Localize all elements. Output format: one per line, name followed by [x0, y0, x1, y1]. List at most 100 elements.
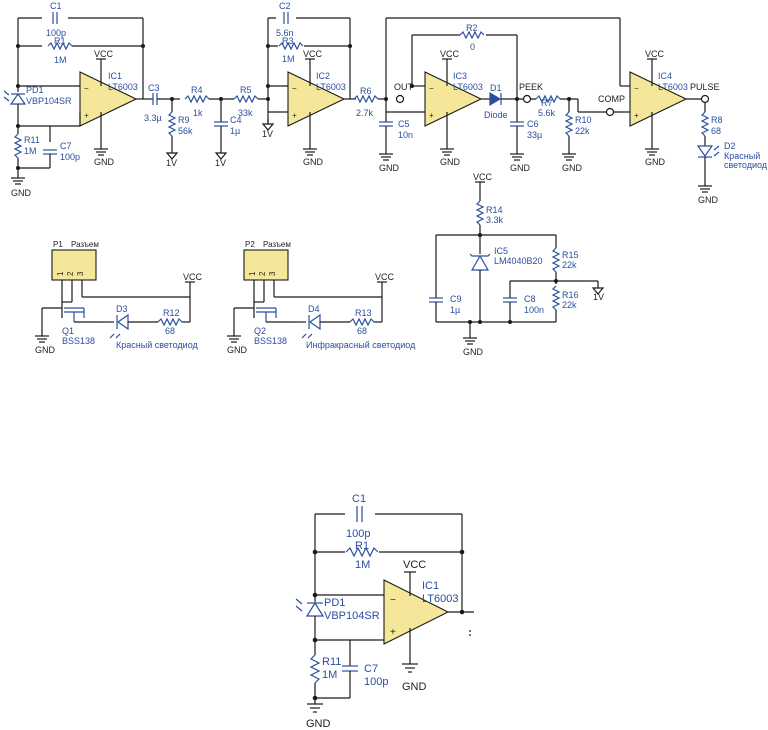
pulse-label: PULSE: [690, 82, 720, 92]
r9-symbol: [168, 111, 176, 137]
detail-pd1-value: VBP104SR: [324, 610, 380, 622]
svg-text:−: −: [634, 84, 639, 93]
ref-gnd-label: GND: [463, 347, 484, 357]
r5-value: 33k: [238, 108, 253, 118]
peek-test-point: [522, 94, 532, 104]
r7-ref: R7: [541, 98, 553, 108]
q2-symbol: [253, 301, 292, 323]
p1-pin-3: 3: [76, 271, 85, 276]
detail-ic1-value: LT6003: [422, 593, 459, 605]
ic4-value: LT6003: [658, 82, 688, 92]
r1-value: 1M: [54, 55, 67, 65]
r9-ref: R9: [178, 115, 190, 125]
r14-symbol: [476, 200, 484, 226]
r15-symbol: [552, 247, 560, 273]
p1-vcc-label: VCC: [183, 272, 203, 282]
out-label: OUT: [394, 82, 414, 92]
ic3-value: LT6003: [453, 82, 483, 92]
block-p1: P1 Разъем 1 2 3 VCC GND Q1 BSS138: [34, 240, 203, 355]
r12-value: 68: [165, 326, 175, 336]
c9-ref: C9: [450, 294, 462, 304]
detail-r1-ref: R1: [355, 540, 369, 552]
r4-ref: R4: [191, 85, 203, 95]
d4-ref: D4: [308, 304, 320, 314]
c5-ref: C5: [398, 119, 410, 129]
opamp-ic4: [629, 71, 688, 127]
c5-symbol: [378, 121, 394, 127]
stage-ic2: − + IC2 LT6003 VCC GND C2 5.6n R3 1M 1V …: [262, 1, 386, 167]
p2-gnd-label: GND: [227, 345, 248, 355]
svg-text:−: −: [390, 595, 396, 606]
d1-symbol: [489, 91, 502, 107]
c7-value: 100p: [60, 152, 80, 162]
detail-r11-value: 1M: [322, 669, 337, 681]
p2-pin-2: 2: [258, 271, 267, 276]
ic1-ref: IC1: [108, 71, 122, 81]
c1-value: 100p: [46, 28, 66, 38]
r2-value: 0: [470, 42, 475, 52]
ic2-gnd-label: GND: [303, 157, 324, 167]
opamp-ic1: [79, 71, 138, 127]
ic4-vcc-label: VCC: [645, 49, 665, 59]
peek-label: PEEK: [519, 82, 543, 92]
r16-symbol: [552, 285, 560, 311]
r11-value: 1M: [24, 146, 37, 156]
detail-ic1-stage: C1 100p R1 1M − + IC1 LT6003 VCC GND PD1…: [295, 493, 474, 730]
ic2-vcc-label: VCC: [303, 49, 323, 59]
ic5-value: LM4040B20: [494, 256, 543, 266]
ic5-symbol: [470, 254, 490, 271]
q2-ref: Q2: [254, 326, 266, 336]
svg-text:+: +: [634, 111, 639, 120]
filter-chain: C3 3.3µ R9 56k 1V R4 1k C4 1µ 1V R5 33k: [144, 83, 268, 168]
svg-text:+: +: [429, 111, 434, 120]
stage-ic3: GND C5 10n − + IC3 LT6003 VCC GND R2 0 O…: [378, 17, 620, 173]
r3-value: 1M: [282, 54, 295, 64]
detail-pd1-ref: PD1: [324, 597, 345, 609]
r8-symbol: [701, 111, 709, 137]
detail-pd1-symbol: [305, 601, 325, 617]
p2-pin-1: 1: [248, 271, 257, 276]
r6-ref: R6: [360, 86, 372, 96]
c8-value: 100n: [524, 305, 544, 315]
pulse-test-point: [700, 94, 710, 104]
r4-value: 1k: [193, 108, 203, 118]
detail-c7-ref: C7: [364, 663, 378, 675]
r7-value: 5.6k: [538, 108, 556, 118]
c6-symbol: [509, 121, 525, 127]
ic4-gnd-label: GND: [645, 157, 666, 167]
comp-label: COMP: [598, 94, 625, 104]
r14-ref: R14: [486, 205, 503, 215]
r10-ref: R10: [575, 115, 592, 125]
detail-vcc-label: VCC: [403, 559, 426, 571]
r15-ref: R15: [562, 250, 579, 260]
ic2-value: LT6003: [316, 82, 346, 92]
r16-ref: R16: [562, 290, 579, 300]
p2-ref: P2: [245, 240, 255, 249]
p1-value: Разъем: [71, 240, 99, 249]
block-p2: P2 Разъем 1 2 3 VCC GND Q2 BSS138: [226, 240, 416, 355]
detail-r11-symbol: [309, 654, 321, 684]
d4-value: Инфракрасный светодиод: [306, 340, 416, 350]
ref-v1-label: 1V: [593, 292, 604, 302]
p2-pin-3: 3: [268, 271, 277, 276]
block-reference: VCC R14 3.3k C9 1µ IC5 LM4040B20 R15 22k…: [428, 172, 605, 357]
c6-ref: C6: [527, 119, 539, 129]
r12-symbol: [157, 318, 183, 326]
c6-gnd-label: GND: [510, 163, 531, 173]
pd1-gnd-label: GND: [11, 188, 32, 198]
r4-symbol: [184, 95, 210, 103]
opamp-ic2: [287, 71, 346, 127]
ref-vcc-label: VCC: [473, 172, 493, 182]
q1-symbol: [61, 301, 100, 323]
r15-value: 22k: [562, 260, 577, 270]
c2-ref: C2: [279, 1, 291, 11]
r8-ref: R8: [711, 115, 723, 125]
r10-symbol: [565, 111, 573, 137]
ic1-vcc-label: VCC: [94, 49, 114, 59]
detail-gnd-label-pd1: GND: [306, 718, 331, 730]
d1-value: Diode: [484, 110, 508, 120]
r14-value: 3.3k: [486, 215, 504, 225]
c3-ref: C3: [148, 83, 160, 93]
detail-c7-value: 100p: [364, 676, 388, 688]
d4-symbol: [308, 313, 321, 331]
